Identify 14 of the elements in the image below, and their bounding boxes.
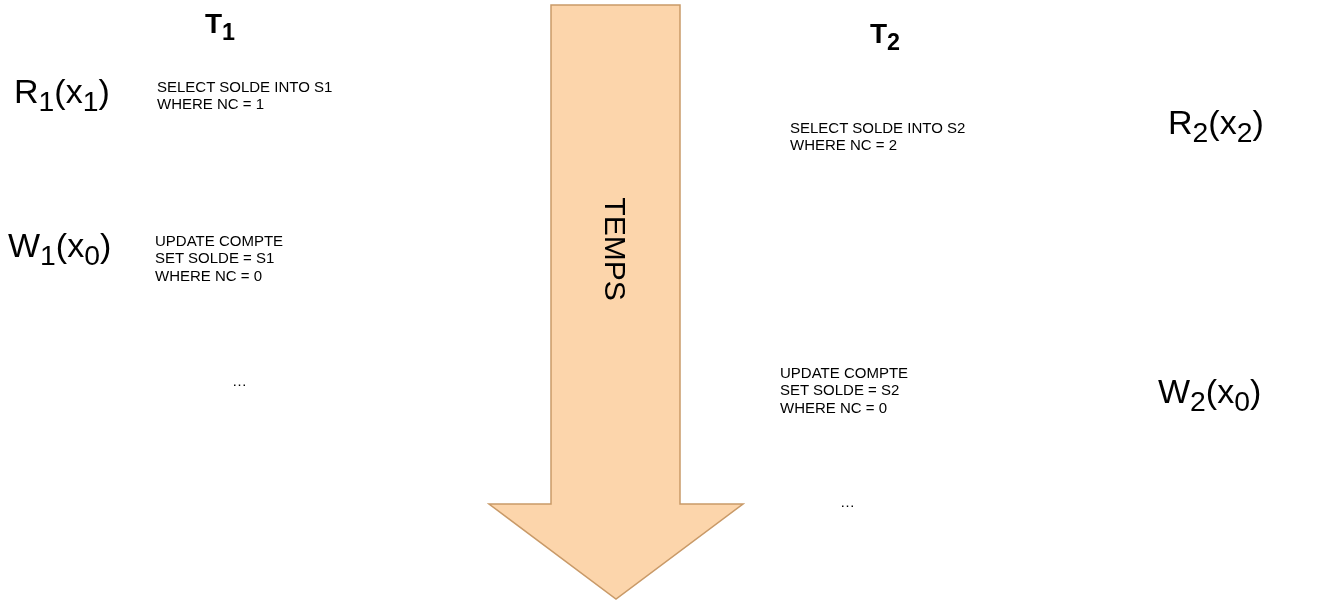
sql-statement: UPDATE COMPTE SET SOLDE = S2 WHERE NC = 0 (780, 364, 910, 416)
time-arrow (487, 4, 745, 601)
operation-label: W$_{2}$(x$_{0}$) (1158, 372, 1262, 418)
sql-statement: SELECT SOLDE INTO S1 WHERE NC = 1 (157, 78, 334, 113)
arrow-label: TEMPS (598, 197, 632, 301)
transaction-heading: T$_{2}$ (870, 18, 901, 56)
operation-label: W$_{1}$(x$_{0}$) (8, 226, 112, 272)
ellipsis: … (840, 493, 855, 511)
ellipsis: … (232, 372, 247, 390)
transaction-heading: T$_{1}$ (205, 8, 236, 46)
sql-statement: UPDATE COMPTE SET SOLDE = S1 WHERE NC = 0 (155, 232, 285, 284)
operation-label: R$_{2}$(x$_{2}$) (1168, 103, 1264, 149)
sql-statement: SELECT SOLDE INTO S2 WHERE NC = 2 (790, 119, 967, 154)
operation-label: R$_{1}$(x$_{1}$) (14, 72, 110, 118)
